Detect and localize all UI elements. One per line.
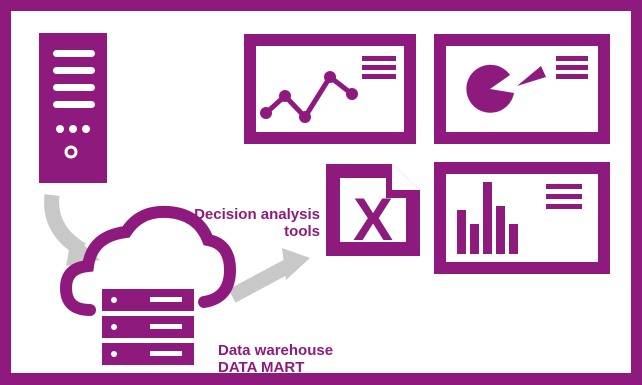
data-warehouse-line2: DATA MART bbox=[218, 359, 305, 376]
arrow-cloud-to-tools bbox=[228, 248, 310, 303]
server-tower-icon bbox=[39, 33, 107, 183]
pie-chart-dashboard-icon bbox=[434, 34, 610, 144]
data-warehouse-label: Data warehouse DATA MART bbox=[218, 342, 333, 376]
decision-tools-label: Decision analysis tools bbox=[160, 206, 320, 240]
excel-file-icon: X bbox=[326, 164, 420, 256]
data-warehouse-line1: Data warehouse bbox=[218, 342, 334, 359]
decision-tools-line1: Decision analysis bbox=[194, 206, 320, 223]
line-chart-dashboard-icon bbox=[244, 34, 416, 144]
excel-letter: X bbox=[353, 186, 393, 253]
cloud-database-icon bbox=[59, 205, 237, 365]
bar-chart-dashboard-icon bbox=[434, 162, 610, 274]
decision-tools-line2: tools bbox=[284, 223, 320, 240]
